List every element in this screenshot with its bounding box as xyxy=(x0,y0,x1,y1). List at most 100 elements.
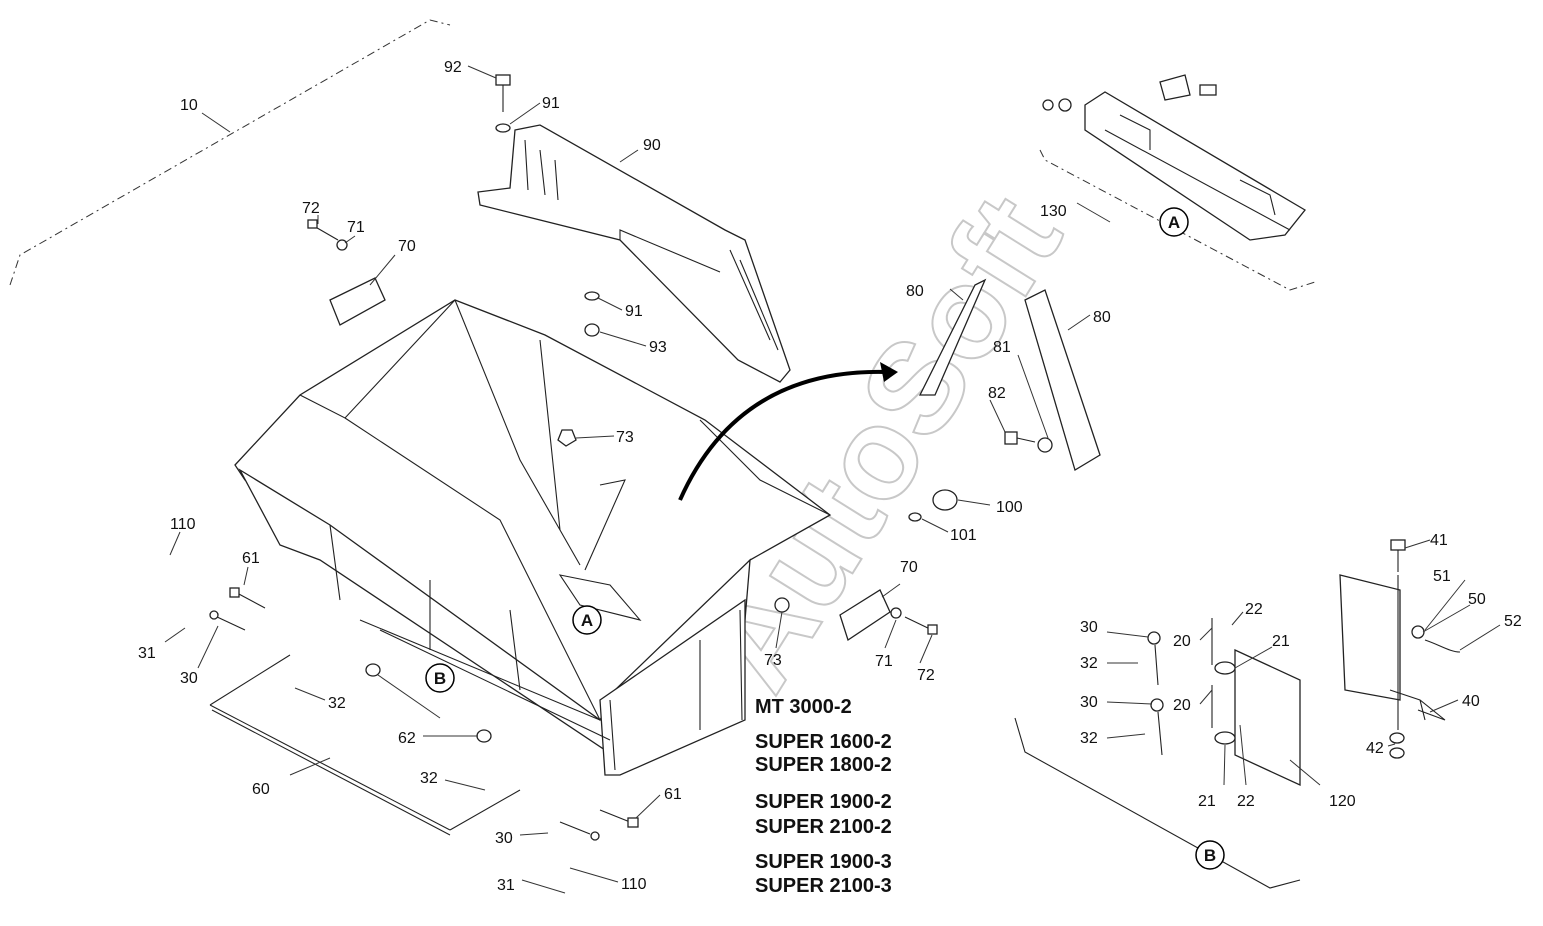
washer-91b xyxy=(584,291,600,301)
part-number: 62 xyxy=(398,730,416,747)
part-number: 80 xyxy=(906,283,924,300)
model-name: SUPER 1800-2 xyxy=(755,754,892,776)
nut-73a xyxy=(557,429,577,447)
pin-30a xyxy=(209,610,246,631)
model-name: SUPER 1600-2 xyxy=(755,731,892,753)
bolt-92 xyxy=(495,74,511,112)
washer-101 xyxy=(908,512,922,522)
bolt-82 xyxy=(1004,431,1036,445)
part-number: 70 xyxy=(900,559,918,576)
pin-30b xyxy=(559,821,600,841)
nut-62 xyxy=(365,663,381,677)
detail-b-outline xyxy=(1014,717,1301,889)
bolt-72b xyxy=(904,616,938,635)
part-number: 32 xyxy=(328,695,346,712)
part-number: 42 xyxy=(1366,740,1384,757)
part-number: 40 xyxy=(1462,693,1480,710)
callout-b-label: B xyxy=(1204,846,1216,865)
part-number: 20 xyxy=(1173,697,1191,714)
washer-91 xyxy=(495,123,511,133)
part-number: 30 xyxy=(1080,694,1098,711)
washer-71 xyxy=(336,239,348,251)
frame-outline-10 xyxy=(9,19,451,286)
callout-b-circle xyxy=(1195,840,1225,870)
part-number: 80 xyxy=(1093,309,1111,326)
part-number: 120 xyxy=(1329,793,1356,810)
part-number: 130 xyxy=(1040,203,1067,220)
arrow-head xyxy=(880,362,898,382)
plate-70a xyxy=(329,277,386,326)
part-number: 32 xyxy=(420,770,438,787)
part-number: 91 xyxy=(625,303,643,320)
part-number: 10 xyxy=(180,97,198,114)
ref-b-circle xyxy=(425,663,455,693)
model-list: MT 3000-2 SUPER 1600-2 SUPER 1800-2 SUPE… xyxy=(755,696,892,897)
ref-b-label: B xyxy=(434,669,446,688)
part-number: 70 xyxy=(398,238,416,255)
bolt-61b xyxy=(599,809,639,828)
part-number: 51 xyxy=(1433,568,1451,585)
washer-81 xyxy=(1037,437,1053,453)
part-number: 52 xyxy=(1504,613,1522,630)
part-number: 61 xyxy=(242,550,260,567)
bolt-61a xyxy=(229,587,266,609)
part-number: 30 xyxy=(1080,619,1098,636)
part-number: 73 xyxy=(764,652,782,669)
part-number: 72 xyxy=(302,200,320,217)
part-number-labels: 10 92 91 90 72 71 70 91 93 73 130 80 80 … xyxy=(138,59,1522,894)
part-number: 30 xyxy=(180,670,198,687)
part-number: 101 xyxy=(950,527,977,544)
model-name: SUPER 1900-3 xyxy=(755,851,892,873)
part-number: 110 xyxy=(621,876,647,893)
model-name: SUPER 2100-2 xyxy=(755,816,892,838)
part-number: 73 xyxy=(616,429,634,446)
part-number: 71 xyxy=(875,653,893,670)
part-number: 41 xyxy=(1430,532,1448,549)
nut-73b xyxy=(774,597,790,613)
nut-62b xyxy=(476,729,492,743)
part-number: 21 xyxy=(1198,793,1216,810)
part-number: 31 xyxy=(497,877,515,894)
bumper-100 xyxy=(932,489,958,511)
part-number: 20 xyxy=(1173,633,1191,650)
part-number: 30 xyxy=(495,830,513,847)
bolt-72 xyxy=(307,219,339,241)
part-number: 32 xyxy=(1080,655,1098,672)
part-number: 50 xyxy=(1468,591,1486,608)
hopper-body xyxy=(234,299,832,776)
part-number: 21 xyxy=(1272,633,1290,650)
part-number: 22 xyxy=(1245,601,1263,618)
part-number: 82 xyxy=(988,385,1006,402)
deflector-80b xyxy=(1024,289,1101,471)
detail-b-parts xyxy=(1147,539,1461,787)
part-number: 93 xyxy=(649,339,667,356)
model-name: SUPER 1900-2 xyxy=(755,791,892,813)
nut-93 xyxy=(584,323,600,337)
part-number: 71 xyxy=(347,219,365,236)
part-number: 60 xyxy=(252,781,270,798)
part-number: 61 xyxy=(664,786,682,803)
detail-a-part-130 xyxy=(1042,74,1306,241)
part-number: 81 xyxy=(993,339,1011,356)
ref-a-circle xyxy=(572,605,602,635)
model-name: MT 3000-2 xyxy=(755,696,852,718)
detail-arrow xyxy=(678,369,886,501)
callout-a-circle xyxy=(1159,207,1189,237)
washer-71b xyxy=(890,607,902,619)
leader-lines xyxy=(164,65,1501,894)
part-number: 100 xyxy=(996,499,1023,516)
ref-a-label: A xyxy=(581,611,593,630)
callout-a-label: A xyxy=(1168,213,1180,232)
rod-60 xyxy=(209,654,521,836)
part-number: 91 xyxy=(542,95,560,112)
part-number: 110 xyxy=(170,516,196,533)
part-number: 90 xyxy=(643,137,661,154)
part-number: 32 xyxy=(1080,730,1098,747)
part-number: 72 xyxy=(917,667,935,684)
plate-70b xyxy=(839,589,891,642)
part-number: 22 xyxy=(1237,793,1255,810)
part-number: 31 xyxy=(138,645,156,662)
deflector-80a xyxy=(918,278,987,396)
part-number: 92 xyxy=(444,59,462,76)
